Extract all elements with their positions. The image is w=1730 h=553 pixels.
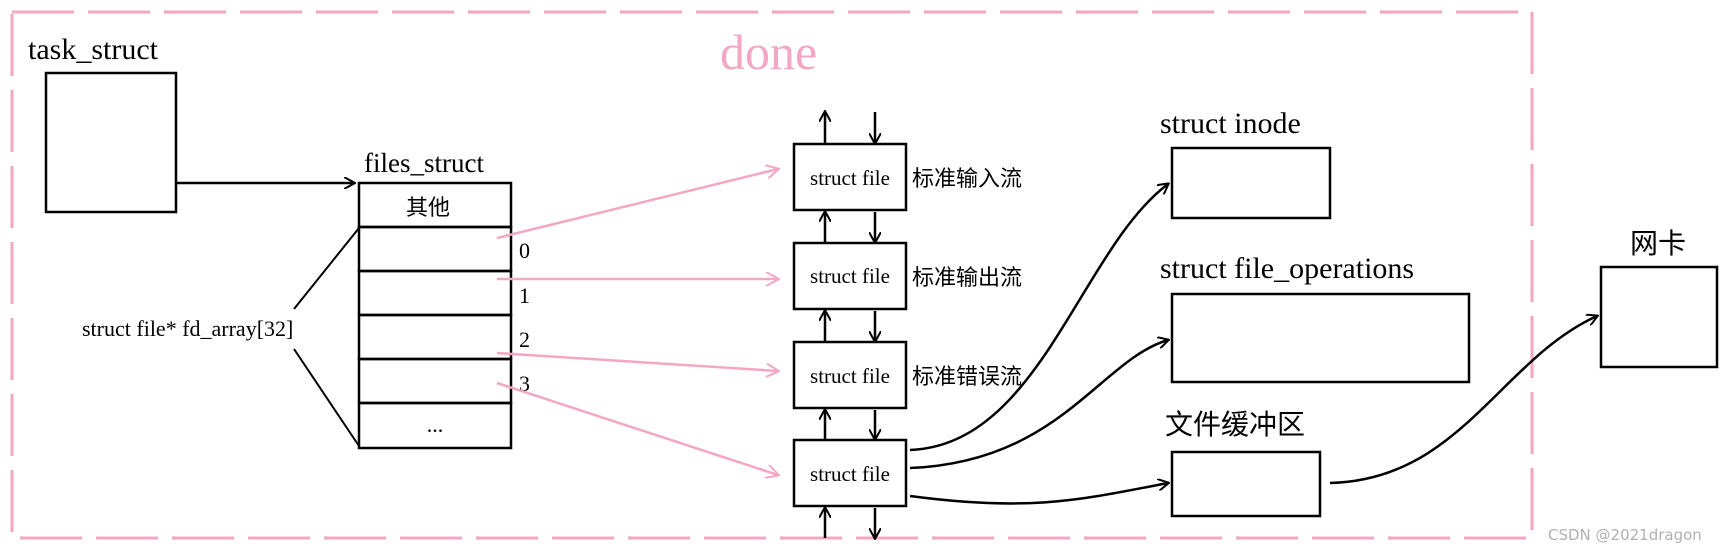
files-struct-label: files_struct xyxy=(364,148,484,178)
files-struct-slot-text: ... xyxy=(427,412,444,437)
files-struct-slot xyxy=(357,225,513,273)
struct-file-box xyxy=(792,438,908,508)
struct-file-label: struct file xyxy=(810,264,890,288)
fd-index-3: 3 xyxy=(519,371,530,396)
fd0-to-file0-arrow xyxy=(496,169,778,240)
nic-label: 网卡 xyxy=(1630,227,1686,260)
fd-array-bracket-top xyxy=(293,227,360,310)
fd2-to-file2-arrow xyxy=(496,351,778,371)
struct-file-label: struct file xyxy=(810,166,890,190)
files-struct-slot xyxy=(357,357,513,405)
struct-file-box xyxy=(792,241,908,311)
file-operations-label: struct file_operations xyxy=(1160,252,1414,285)
stream-label: 标准错误流 xyxy=(912,365,1022,390)
files-struct-slot xyxy=(357,313,513,361)
done-boundary xyxy=(10,10,1534,540)
fd-array-bracket-bottom xyxy=(293,348,360,447)
struct-inode-box xyxy=(1170,146,1332,220)
fd-index-2: 2 xyxy=(519,327,530,352)
list-links xyxy=(825,112,875,538)
struct-file-box xyxy=(792,340,908,410)
file-list: struct file 标准输入流 struct file 标准输出流 stru… xyxy=(792,142,1022,508)
file-to-operations-arrow xyxy=(909,340,1168,470)
files-struct-slot xyxy=(357,401,513,450)
file-to-inode-arrow xyxy=(909,184,1168,452)
fd-index-0: 0 xyxy=(519,238,530,263)
file-buffer-box xyxy=(1170,450,1322,518)
file-operations-box xyxy=(1170,292,1471,384)
file-buffer-label: 文件缓冲区 xyxy=(1165,408,1305,441)
fd-array-label: struct file* fd_array[32] xyxy=(82,316,293,341)
files-struct-table: 其他 ... xyxy=(357,181,513,450)
files-struct-slot xyxy=(357,269,513,317)
task-struct-label: task_struct xyxy=(28,33,159,66)
fd-index-1: 1 xyxy=(519,283,530,308)
stream-label: 标准输入流 xyxy=(912,167,1022,192)
buffer-to-nic-arrow xyxy=(1329,316,1597,485)
struct-file-label: struct file xyxy=(810,364,890,388)
files-struct-slot-text: 其他 xyxy=(406,196,450,221)
task-struct-box xyxy=(44,71,178,214)
diagram-title: done xyxy=(720,24,817,80)
watermark-text: CSDN @2021dragon xyxy=(1548,526,1702,544)
fd3-to-file3-arrow xyxy=(496,381,778,475)
struct-inode-label: struct inode xyxy=(1160,107,1301,140)
struct-file-label: struct file xyxy=(810,462,890,486)
file-to-buffer-arrow xyxy=(909,483,1168,505)
stream-label: 标准输出流 xyxy=(912,266,1022,291)
nic-box xyxy=(1599,265,1719,369)
struct-file-box xyxy=(792,142,908,212)
